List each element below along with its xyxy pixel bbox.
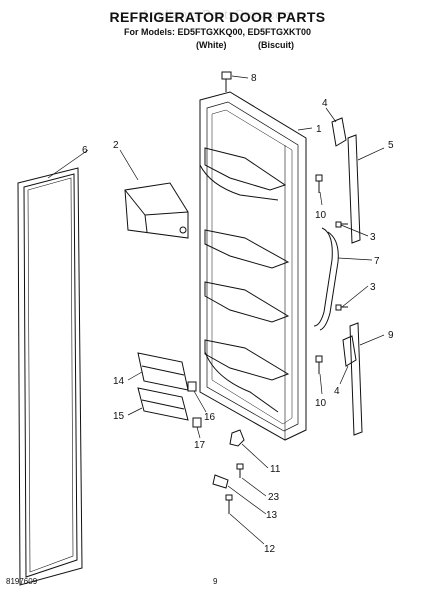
callout-16: 16 [204, 412, 216, 423]
clip-17 [192, 417, 202, 428]
model-numbers: For Models: ED5FTGXKQ00, ED5FTGXKT00 [123, 27, 312, 37]
screw-12 [225, 494, 233, 514]
clip-16 [187, 381, 197, 392]
shelf-retainer-15 [137, 387, 189, 421]
bracket-13 [212, 474, 229, 489]
door-cam [229, 429, 245, 447]
callout-11: 11 [270, 464, 281, 475]
callout-5: 5 [388, 140, 394, 151]
screw-23 [236, 463, 244, 478]
callout-23: 23 [268, 492, 280, 503]
trim-strip-lower [349, 322, 363, 436]
callout-15: 15 [113, 411, 125, 422]
hinge-screw-upper [315, 174, 323, 193]
callout-8: 8 [251, 73, 257, 84]
variant-biscuit-label: (Biscuit) [258, 40, 294, 50]
hinge-cover-lower [342, 335, 357, 367]
callout-12: 12 [264, 544, 276, 555]
callout-7: 7 [374, 256, 380, 267]
callout-17: 17 [194, 440, 206, 451]
handle-screw-upper [335, 221, 348, 228]
variant-white-label: (White) [196, 40, 227, 50]
door-handle [313, 227, 339, 331]
callout-2: 2 [113, 140, 119, 151]
callout-3a: 3 [370, 232, 376, 243]
callout-10a: 10 [315, 210, 327, 221]
callout-9: 9 [388, 330, 394, 341]
door-shelves [199, 147, 290, 413]
hinge-cover-upper [331, 117, 347, 147]
callout-4a: 4 [322, 98, 328, 109]
callout-1: 1 [316, 124, 322, 135]
callout-10b: 10 [315, 398, 327, 409]
callout-6: 6 [82, 145, 88, 156]
trim-strip-upper [347, 134, 361, 244]
door-gasket [17, 167, 83, 586]
callout-13: 13 [266, 510, 278, 521]
handle-screw-lower [335, 304, 348, 311]
watermark: AppliancePartsPros.com [140, 7, 295, 22]
callout-14: 14 [113, 376, 125, 387]
callout-4b: 4 [334, 386, 340, 397]
hinge-screw-lower [315, 355, 323, 374]
page-title: REFRIGERATOR DOOR PARTS [109, 9, 326, 25]
leader-lines [47, 75, 385, 545]
top-screw [221, 71, 232, 92]
shelf-retainer-14 [137, 352, 189, 391]
callout-3b: 3 [370, 282, 376, 293]
door-panel [199, 91, 307, 441]
dairy-door [124, 182, 189, 239]
page-number: 9 [213, 577, 218, 586]
document-number: 8197609 [6, 577, 38, 586]
